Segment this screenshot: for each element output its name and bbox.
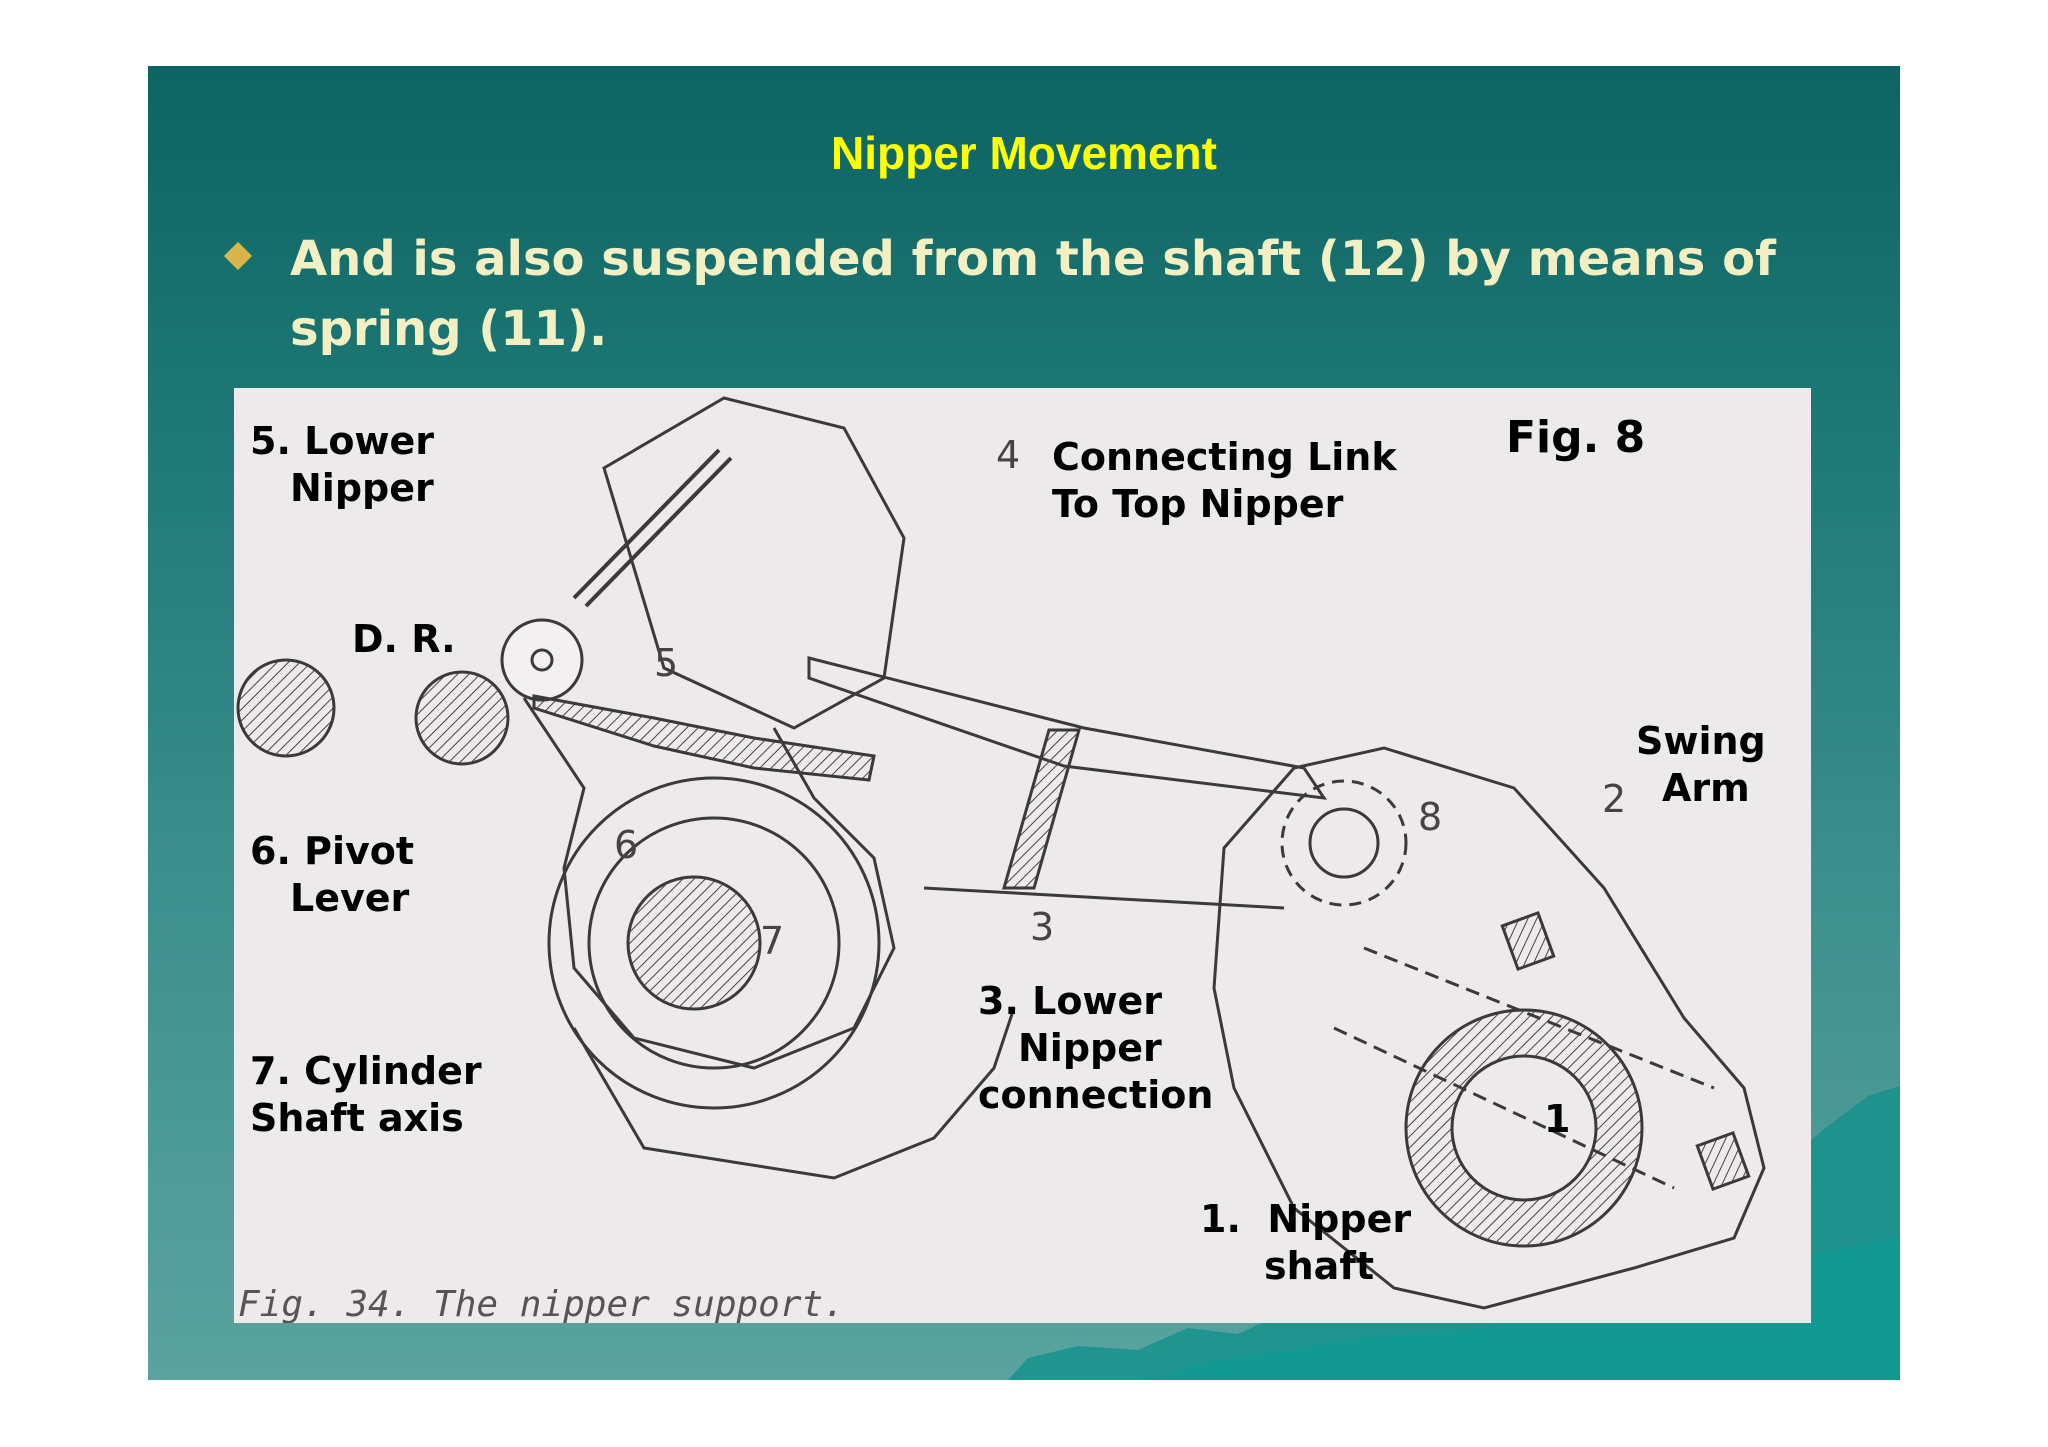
nipper-shaft-inner: [1450, 1054, 1598, 1202]
swing-arm: [1212, 746, 1766, 1310]
slide: Nipper Movement And is also suspended fr…: [148, 66, 1900, 1380]
cylinder-shaft: [626, 875, 762, 1011]
bullet-text: And is also suspended from the shaft (12…: [290, 231, 1776, 357]
label-dr: D. R.: [352, 617, 456, 661]
roller-right: [414, 670, 510, 766]
part-number-4: 4: [996, 433, 1020, 477]
lower-nipper-plate: [532, 694, 876, 782]
label-cylinder-shaft: 7. Cylinder Shaft axis: [250, 1049, 482, 1140]
roller-left: [236, 658, 336, 758]
nipper-figure: 4 5 6 7 3 8 2 1 Fig. 34. The nipper supp…: [234, 388, 1811, 1323]
figure-caption: Fig. 34. The nipper support.: [238, 1284, 845, 1323]
part-number-1: 1: [1544, 1097, 1570, 1141]
label-lower-nipper-connection: 3. Lower Nipper connection: [978, 979, 1214, 1117]
roller-top: [500, 618, 584, 702]
slide-title: Nipper Movement: [831, 127, 1217, 179]
part-number-2: 2: [1602, 777, 1626, 821]
fig-label: Fig. 8: [1506, 412, 1646, 463]
part-number-8: 8: [1418, 795, 1442, 839]
label-swing-arm: Swing Arm: [1636, 719, 1766, 810]
part-number-6: 6: [614, 823, 638, 867]
part-number-5: 5: [654, 641, 678, 685]
part-number-3: 3: [1030, 905, 1054, 949]
part-number-7: 7: [760, 919, 784, 963]
label-lower-nipper: 5. Lower Nipper: [250, 419, 435, 510]
label-connecting-link: Connecting Link To Top Nipper: [1052, 435, 1397, 526]
label-pivot-lever: 6. Pivot Lever: [250, 829, 415, 920]
nipper-diagram: 4 5 6 7 3 8 2 1 Fig. 34. The nipper supp…: [236, 396, 1766, 1323]
cylinder-outer: [547, 776, 881, 1110]
label-nipper-shaft: 1. Nipper shaft: [1200, 1197, 1412, 1288]
